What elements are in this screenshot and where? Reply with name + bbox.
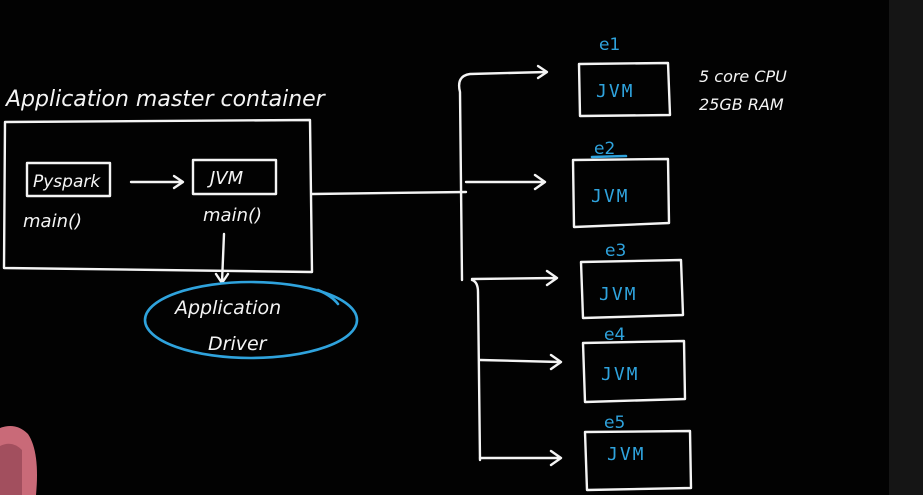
executor-e3-id: e3 (605, 241, 626, 261)
driver-jvm-box (191, 158, 278, 196)
executor-e1-jvm: JVM (596, 81, 635, 102)
container-to-executors-line (310, 190, 468, 196)
driver-oval-line1: Application (173, 297, 281, 319)
executor-e4-id: e4 (604, 325, 625, 345)
trunk-upper (457, 70, 548, 282)
pyspark-box (25, 161, 112, 198)
presenter-shadow (0, 443, 22, 495)
side-strip (889, 0, 923, 495)
executor-e4-jvm: JVM (601, 364, 640, 385)
arrow-e1 (536, 64, 549, 80)
pyspark-label: Pyspark (33, 172, 101, 192)
executor-e2-id: e2 (594, 139, 615, 159)
executor-spec-cpu: 5 core CPU (699, 67, 787, 86)
pyspark-main: main() (23, 211, 82, 232)
executor-e3-jvm: JVM (599, 284, 638, 305)
executor-e1-id: e1 (599, 35, 620, 55)
executor-e5-box (583, 429, 693, 492)
container-title: Application master container (4, 87, 327, 112)
arrow-e5 (478, 449, 563, 467)
executor-e5-jvm: JVM (607, 444, 646, 465)
jvm-to-driver-arrow (214, 232, 230, 285)
executor-e1-box (577, 61, 672, 118)
executor-e2-box (571, 157, 671, 229)
arrow-e4 (478, 353, 563, 371)
executor-e4-box (581, 339, 687, 404)
oval-overlap-stroke (316, 288, 340, 306)
executor-e5-id: e5 (604, 413, 625, 433)
executor-spec-ram: 25GB RAM (699, 95, 784, 114)
master-container-box (2, 118, 314, 274)
driver-jvm-main: main() (203, 205, 262, 226)
driver-jvm-label: JVM (207, 168, 244, 189)
executor-e3-box (579, 258, 685, 320)
application-driver-oval (143, 280, 359, 360)
driver-oval-line2: Driver (208, 333, 268, 355)
trunk-lower (470, 278, 482, 462)
executor-e2-jvm: JVM (591, 186, 630, 207)
arrow-e3 (470, 269, 559, 287)
pyspark-to-jvm-arrow (129, 174, 185, 190)
executor-e2-underline (590, 154, 628, 159)
arrow-e2 (464, 173, 547, 191)
